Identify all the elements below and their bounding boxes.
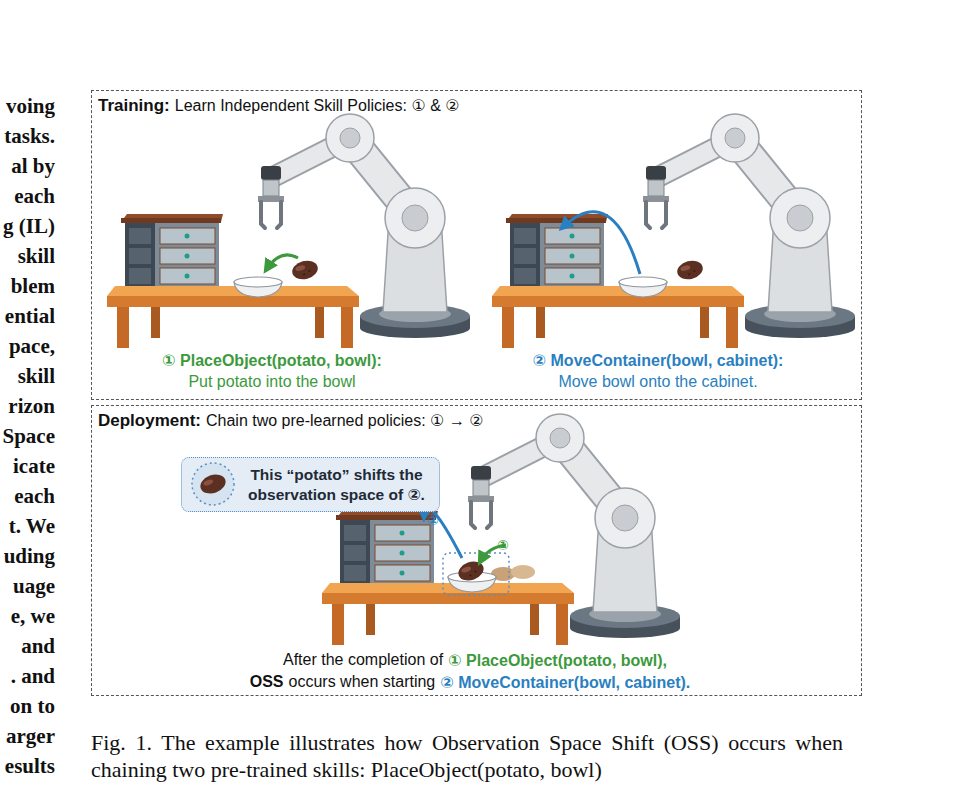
column-text-fragment: esults <box>0 754 55 779</box>
highlight-box <box>443 553 509 595</box>
column-text-fragment: ential <box>0 304 55 329</box>
column-text-fragment: rizon <box>0 394 55 419</box>
column-text-fragment: skill <box>0 244 55 269</box>
table <box>322 583 574 645</box>
callout-number: ① <box>493 537 513 553</box>
node-text-group: This “potato” shifts the observation spa… <box>182 458 439 511</box>
column-text-fragment: pace, <box>0 334 55 359</box>
table <box>107 286 359 348</box>
cabinet <box>336 511 438 583</box>
column-text-fragment: uage <box>0 574 55 599</box>
callout-number: ② <box>423 512 443 528</box>
potato <box>675 258 705 282</box>
callout-bubble: This “potato” shifts the observation spa… <box>181 457 440 512</box>
panel-heading: Deployment: <box>98 411 201 431</box>
column-text-fragment: on to <box>0 694 55 719</box>
potato <box>290 258 320 282</box>
column-text-fragment: skill <box>0 364 55 389</box>
bowl <box>234 277 282 297</box>
skill-name: ① PlaceObject(potato, bowl), <box>448 651 667 670</box>
column-text-fragment: g (IL) <box>0 214 55 239</box>
column-text-fragment: al by <box>0 154 55 179</box>
panel-subtitle: Learn Independent Skill Policies: ① & ② <box>175 96 460 115</box>
robot-arm <box>468 414 680 638</box>
column-text-fragment: each <box>0 184 55 209</box>
node-text-group: Training: Learn Independent Skill Policie… <box>98 96 460 116</box>
column-text-fragment: voing <box>0 94 55 119</box>
column-text-fragment: uding <box>0 544 55 569</box>
skill-description: Move bowl onto the cabinet. <box>498 373 818 391</box>
training-scene-place <box>107 114 470 348</box>
skill-name: ② MoveContainer(bowl, cabinet). <box>440 673 690 692</box>
column-text-fragment: icate <box>0 454 55 479</box>
motion-arrow <box>424 509 462 558</box>
potato <box>511 565 535 579</box>
panel-heading: Training: <box>98 96 170 116</box>
column-text-fragment: tasks. <box>0 124 55 149</box>
summary-text: After the completion of <box>283 651 443 670</box>
skill-name: ② MoveContainer(bowl, cabinet): <box>498 351 818 370</box>
skill-description: Put potato into the bowl <box>112 373 432 391</box>
panel-subtitle: Chain two pre-learned policies: ① → ② <box>206 411 484 430</box>
cabinet <box>506 214 608 286</box>
node-text-group: Deployment: Chain two pre-learned policie… <box>98 411 484 431</box>
motion-arrow <box>266 255 298 270</box>
training-scene-move <box>492 114 855 348</box>
callout-text: This “potato” shifts the observation spa… <box>240 465 433 505</box>
summary-term: OSS <box>250 673 284 692</box>
column-text-fragment: . and <box>0 664 55 689</box>
column-text-fragment: and <box>0 634 55 659</box>
column-text-fragment: blem <box>0 274 55 299</box>
deployment-scene <box>322 414 680 645</box>
text-row: After the completion of ① PlaceObject(pot… <box>175 651 775 670</box>
cabinet <box>121 214 223 286</box>
bowl <box>619 277 667 297</box>
figure-caption: Fig. 1. The example illustrates how Obse… <box>91 729 843 783</box>
robot-arm <box>258 114 470 338</box>
motion-arrow <box>562 212 640 274</box>
column-text-fragment: each <box>0 484 55 509</box>
column-text-fragment: e, we <box>0 604 55 629</box>
column-text-fragment: t. We <box>0 514 55 539</box>
column-text-fragment: Space <box>0 424 55 449</box>
text-row: OSS occurs when starting② MoveContainer(b… <box>170 673 770 692</box>
summary-text: occurs when starting <box>289 673 436 692</box>
column-text-fragment: arger <box>0 724 55 749</box>
robot-arm <box>643 114 855 338</box>
skill-name: ① PlaceObject(potato, bowl): <box>112 351 432 370</box>
table <box>492 286 744 348</box>
